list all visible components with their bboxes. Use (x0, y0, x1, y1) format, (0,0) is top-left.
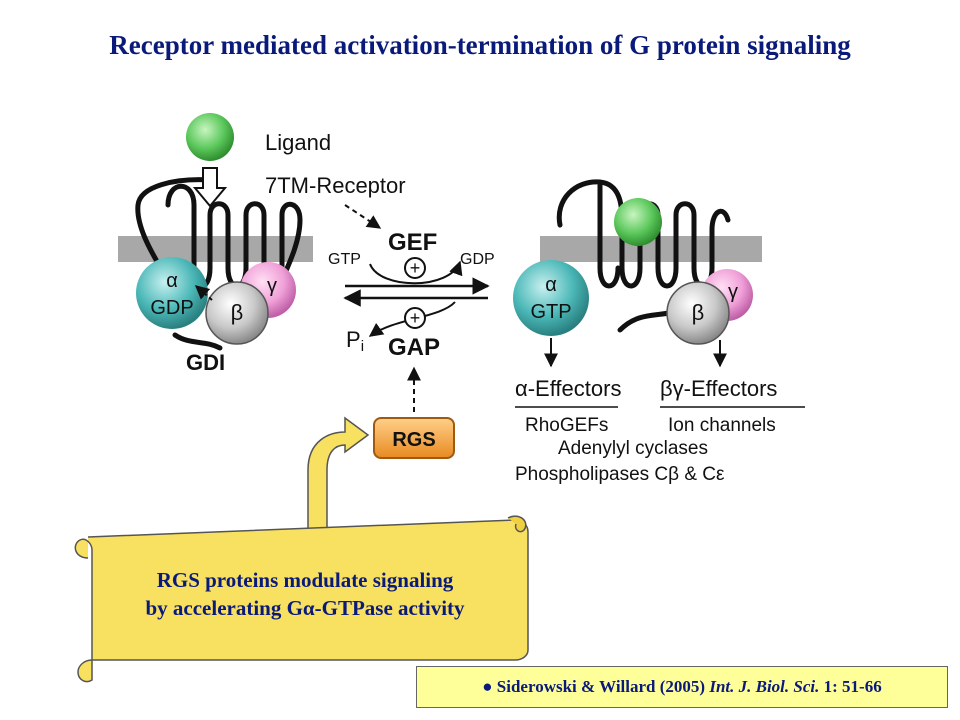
citation-authors: Siderowski & Willard (2005) (496, 677, 706, 696)
alpha-subunit-left (136, 257, 208, 329)
beta-subunit-left (205, 281, 269, 345)
beta-symbol-left: β (231, 300, 244, 325)
citation-ref: 1: 51-66 (823, 677, 882, 696)
beta-symbol-right: β (692, 300, 705, 325)
gtp-in-label: GTP (328, 251, 361, 268)
ligand-circle-left (186, 113, 234, 161)
callout-line-1: RGS proteins modulate signaling (156, 568, 454, 592)
beta-subunit-right (666, 281, 730, 345)
gamma-symbol-left: γ (267, 275, 277, 297)
ligand-label: Ligand (265, 130, 331, 155)
page-title: Receptor mediated activation-termination… (109, 30, 851, 60)
alpha-symbol-right: α (545, 274, 557, 296)
bg-effectors-label: βγ-Effectors (660, 376, 777, 401)
ligand-hollow-arrow (192, 167, 228, 208)
gap-label: GAP (388, 334, 440, 361)
rhogefs-label: RhoGEFs (525, 415, 608, 436)
gdi-dashed-arrow (194, 285, 213, 301)
alpha-subunit-right (513, 260, 589, 336)
receptor-label: 7TM-Receptor (265, 173, 406, 198)
phospholipases-label: Phospholipases Cβ & Cε (515, 464, 725, 485)
gtp-label-right: GTP (530, 301, 571, 323)
gdi-label: GDI (186, 350, 225, 375)
gef-label: GEF (388, 229, 437, 256)
gtp-curve-arrow (369, 260, 463, 285)
callout-scroll (74, 519, 529, 683)
citation-journal: Int. J. Biol. Sci. (709, 677, 820, 696)
rgs-label: RGS (392, 429, 435, 451)
plus-circle-gef (404, 257, 426, 279)
gamma-symbol-right: γ (728, 281, 738, 303)
plus-sign-gef: + (410, 258, 421, 278)
receptor-to-gef-arrow (344, 204, 382, 229)
ligand-circle-right (614, 198, 662, 246)
ion-channels-label: Ion channels (668, 415, 776, 436)
gdi-tail (172, 332, 223, 351)
rgs-box (373, 417, 455, 459)
plus-circle-gap (404, 307, 426, 329)
callout-arrow (307, 416, 370, 541)
callout-line-2: by accelerating Gα-GTPase activity (145, 596, 465, 620)
plus-sign-gap: + (410, 308, 421, 328)
alpha-effectors-label: α-Effectors (515, 376, 621, 401)
callout-text: RGS proteins modulate signaling by accel… (90, 566, 520, 622)
scroll-curl-right (507, 515, 527, 533)
gdp-out-label: GDP (460, 251, 495, 268)
pi-label: Pi (346, 327, 364, 355)
gdp-label-left: GDP (150, 297, 193, 319)
alpha-symbol-left: α (166, 270, 178, 292)
citation-box: ● Siderowski & Willard (2005) Int. J. Bi… (416, 666, 948, 708)
adenylyl-label: Adenylyl cyclases (558, 438, 708, 459)
citation-bullet: ● (482, 677, 493, 696)
